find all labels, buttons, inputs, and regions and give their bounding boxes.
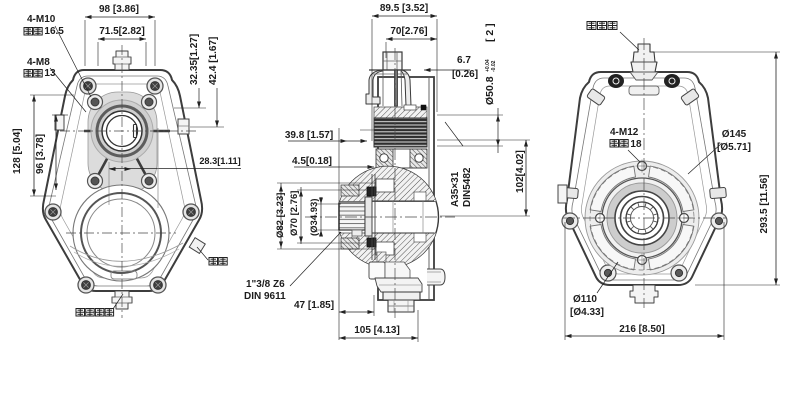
svg-text:47 [1.85]: 47 [1.85] — [294, 300, 334, 311]
svg-text:39.8 [1.57]: 39.8 [1.57] — [285, 130, 333, 141]
svg-text:70[2.76]: 70[2.76] — [390, 26, 427, 37]
svg-text:[ 2 ]: [ 2 ] — [484, 23, 496, 42]
svg-text:Ø70 [2.76]: Ø70 [2.76] — [289, 191, 300, 236]
svg-text:18: 18 — [630, 139, 642, 150]
svg-text:[0.26]: [0.26] — [452, 69, 478, 80]
svg-text:89.5 [3.52]: 89.5 [3.52] — [380, 3, 428, 14]
svg-text:Ø145: Ø145 — [722, 129, 747, 140]
svg-text:16.5: 16.5 — [44, 26, 64, 37]
svg-text:71.5[2.82]: 71.5[2.82] — [99, 26, 145, 37]
svg-text:Ø82 [3.23]: Ø82 [3.23] — [275, 193, 286, 238]
svg-text:32.35[1.27]: 32.35[1.27] — [189, 34, 200, 85]
svg-text:+0.04: +0.04 — [485, 59, 491, 72]
svg-text:216 [8.50]: 216 [8.50] — [619, 324, 665, 335]
svg-text:(Ø34.93): (Ø34.93) — [309, 199, 320, 237]
svg-text:98 [3.86]: 98 [3.86] — [99, 4, 139, 15]
svg-text:293.5 [11.56]: 293.5 [11.56] — [759, 175, 770, 234]
svg-text:4-M10: 4-M10 — [27, 14, 56, 25]
svg-text:DIN 9611: DIN 9611 — [244, 291, 286, 302]
svg-text:42.4 [1.67]: 42.4 [1.67] — [208, 37, 219, 85]
svg-text:4-M12: 4-M12 — [610, 127, 639, 138]
svg-text:[Ø4.33]: [Ø4.33] — [570, 307, 604, 318]
svg-text:13: 13 — [44, 68, 56, 79]
svg-text:A35×31: A35×31 — [450, 171, 461, 207]
svg-text:1"3/8 Z6: 1"3/8 Z6 — [246, 279, 285, 290]
svg-text:Ø110: Ø110 — [573, 294, 597, 305]
svg-text:102[4.02]: 102[4.02] — [515, 150, 526, 193]
svg-text:6.7: 6.7 — [457, 55, 471, 66]
svg-text:DIN5482: DIN5482 — [462, 167, 473, 207]
svg-text:[Ø5.71]: [Ø5.71] — [717, 142, 751, 153]
svg-text:96 [3.78]: 96 [3.78] — [35, 134, 46, 174]
svg-text:4.5[0.18]: 4.5[0.18] — [292, 156, 332, 167]
svg-text:-0.02: -0.02 — [491, 60, 497, 72]
svg-text:128 [5.04]: 128 [5.04] — [12, 128, 23, 174]
svg-text:Ø50.8: Ø50.8 — [484, 76, 496, 105]
svg-text:4-M8: 4-M8 — [27, 57, 50, 68]
svg-text:28.3[1.11]: 28.3[1.11] — [199, 156, 240, 166]
svg-text:105 [4.13]: 105 [4.13] — [354, 325, 400, 336]
